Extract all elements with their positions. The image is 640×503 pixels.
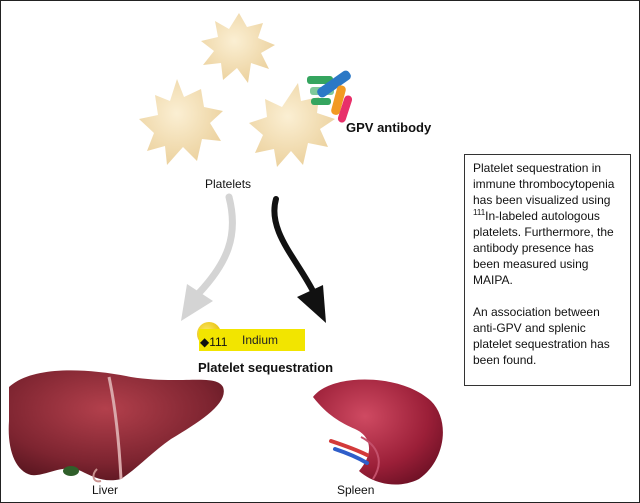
info-paragraph-2: An association between anti-GPV and sple…: [473, 305, 610, 367]
info-paragraph-1: Platelet sequestration in immune thrombo…: [473, 160, 622, 288]
spleen-label: Spleen: [337, 483, 375, 497]
platelet-left: [139, 79, 223, 165]
gpv-antibody-icon: [307, 70, 353, 123]
liver-illustration: [8, 370, 224, 483]
platelets-label: Platelets: [205, 177, 252, 191]
gpv-antibody-label: GPV antibody: [346, 120, 432, 135]
arrow-to-spleen: [271, 196, 326, 323]
indium-bar: [199, 329, 305, 351]
info-text-1a: Platelet sequestration in immune thrombo…: [473, 161, 615, 207]
isotope-number-label: ◆111: [200, 335, 228, 349]
isotope-number: 111: [209, 335, 228, 349]
platelet-sequestration-label: Platelet sequestration: [198, 360, 334, 375]
arrow-to-liver: [181, 193, 236, 321]
liver-label: Liver: [92, 483, 119, 497]
info-box: Platelet sequestration in immune thrombo…: [464, 154, 631, 386]
indium-label: Indium: [242, 333, 279, 347]
info-text-1b: In-labeled autologous platelets. Further…: [473, 209, 614, 287]
spleen-illustration: [313, 379, 443, 485]
info-superscript: 111: [473, 208, 486, 217]
platelet-top: [201, 13, 275, 83]
